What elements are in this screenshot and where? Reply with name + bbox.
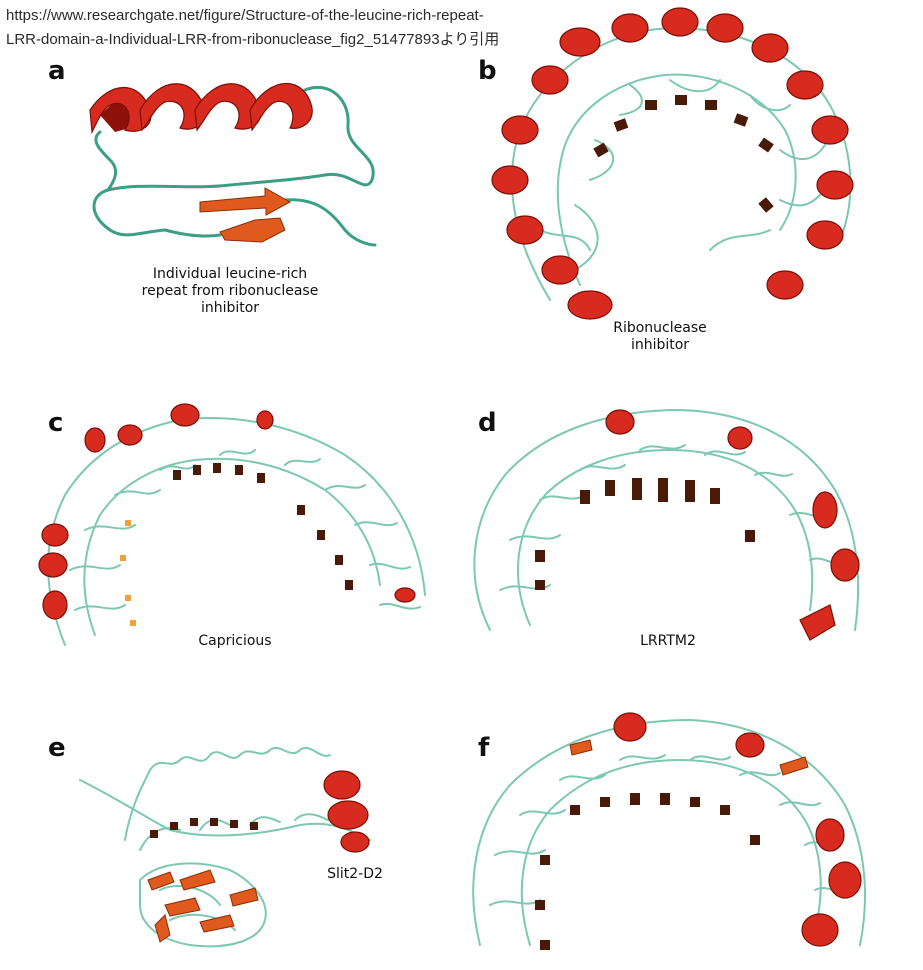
caption-a-line-3: inhibitor <box>200 300 260 316</box>
caption-b-line-1: Ribonuclease <box>613 320 707 336</box>
caption-c-line-1: Capricious <box>198 633 272 649</box>
helix-ribbon <box>89 83 313 135</box>
panel-label-a: a <box>48 56 66 86</box>
panel-d-structure <box>473 408 860 641</box>
strands-c <box>120 463 353 626</box>
caption-d-line-1: LRRTM2 <box>640 633 696 649</box>
panel-label-d: d <box>478 408 497 438</box>
panel-label-b: b <box>478 56 497 86</box>
caption-b: Ribonuclease inhibitor <box>590 320 730 354</box>
panel-e-structure <box>79 747 371 948</box>
source-line-1: https://www.researchgate.net/figure/Stru… <box>6 7 484 24</box>
helices-c <box>38 403 416 620</box>
caption-a: Individual leucine-rich repeat from ribo… <box>120 266 340 317</box>
caption-a-line-2: repeat from ribonuclease <box>141 283 319 299</box>
helices-d <box>605 409 860 641</box>
caption-d: LRRTM2 <box>618 633 718 650</box>
caption-e-line-1: Slit2-D2 <box>327 866 383 882</box>
panel-label-f: f <box>478 733 490 763</box>
strands-d <box>535 478 755 590</box>
panel-a-structure <box>89 83 377 247</box>
caption-c: Capricious <box>180 633 290 650</box>
strands-e <box>147 818 259 943</box>
caption-b-line-2: inhibitor <box>630 337 690 353</box>
source-citation: https://www.researchgate.net/figure/Stru… <box>6 4 606 52</box>
strands-b <box>593 95 774 213</box>
beta-strands <box>199 187 292 243</box>
panel-c-structure <box>38 403 426 646</box>
helices-f <box>613 712 862 947</box>
caption-e: Slit2-D2 <box>310 866 400 883</box>
caption-a-line-1: Individual leucine-rich <box>152 266 308 282</box>
helices-b <box>491 7 854 320</box>
strands-f <box>535 739 809 950</box>
panel-label-e: e <box>48 733 66 763</box>
source-line-2: LRR-domain-a-Individual-LRR-from-ribonuc… <box>6 31 500 48</box>
panel-f-structure <box>472 712 866 950</box>
panel-b-structure <box>491 7 854 320</box>
panel-label-c: c <box>48 408 64 438</box>
helices-e <box>323 770 370 853</box>
